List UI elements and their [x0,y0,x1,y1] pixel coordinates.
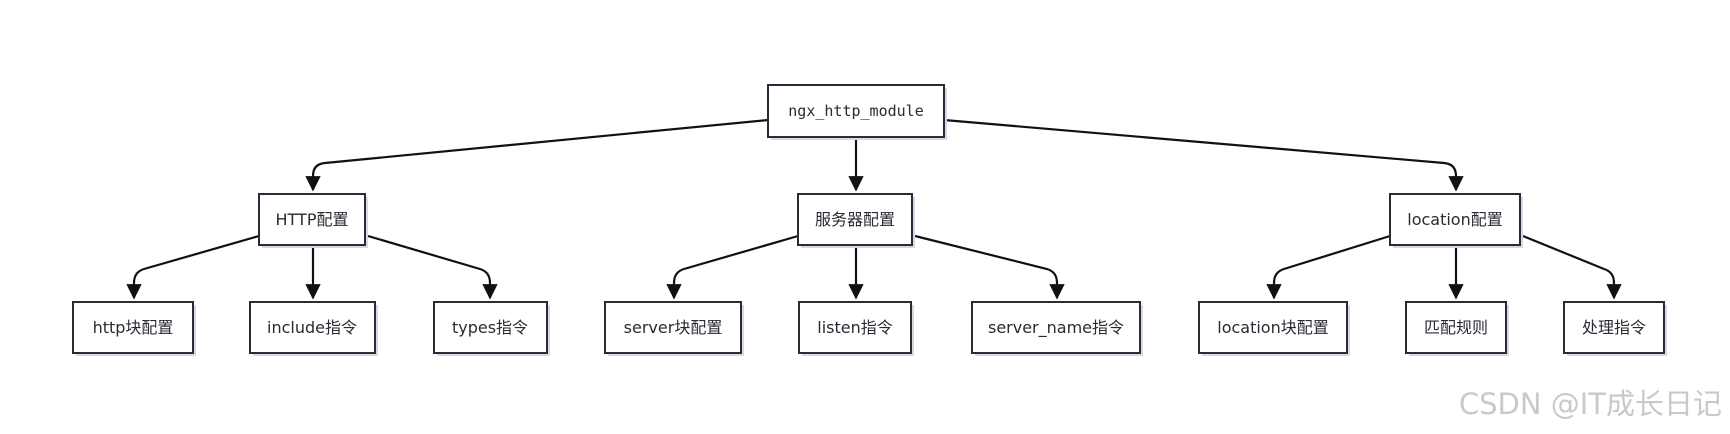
node-handle-directive: 处理指令 [1563,301,1667,356]
node-http-config: HTTP配置 [258,193,368,248]
node-match-rules-label: 匹配规则 [1424,318,1488,337]
node-server-name-directive-label: server_name指令 [988,318,1124,338]
edge-server-config-to-server-name [914,234,1065,300]
node-http-block: http块配置 [72,301,196,356]
node-root: ngx_http_module [767,84,947,140]
edge-root-to-location-config [943,118,1464,192]
node-listen-directive: listen指令 [798,301,914,356]
node-handle-directive-label: 处理指令 [1582,318,1646,337]
node-listen-directive-label: listen指令 [817,318,893,337]
edge-location-config-to-location-block [1266,234,1391,300]
node-location-block-label: location块配置 [1217,318,1329,337]
node-types-directive-label: types指令 [452,318,528,337]
edge-server-config-to-server-block [666,234,799,300]
edge-http-config-to-http-block [126,234,260,300]
watermark-text: CSDN @IT成长日记 [1459,387,1722,421]
node-server-block-label: server块配置 [624,318,723,337]
node-server-name-directive: server_name指令 [971,301,1143,356]
node-location-config-label: location配置 [1407,210,1503,229]
node-location-block: location块配置 [1198,301,1350,356]
node-server-config-label: 服务器配置 [815,210,895,229]
node-location-config: location配置 [1389,193,1523,248]
node-http-block-label: http块配置 [93,318,174,337]
node-server-config: 服务器配置 [797,193,915,248]
node-include-directive-label: include指令 [267,318,357,337]
node-root-label: ngx_http_module [788,102,923,120]
edge-root-to-http-config [305,118,769,192]
node-include-directive: include指令 [249,301,378,356]
node-match-rules: 匹配规则 [1405,301,1509,356]
node-types-directive: types指令 [433,301,550,356]
node-http-config-label: HTTP配置 [276,210,349,229]
edge-location-config-to-handle [1522,234,1622,300]
edges [126,118,1622,300]
node-server-block: server块配置 [604,301,744,356]
edge-http-config-to-types [367,234,498,300]
